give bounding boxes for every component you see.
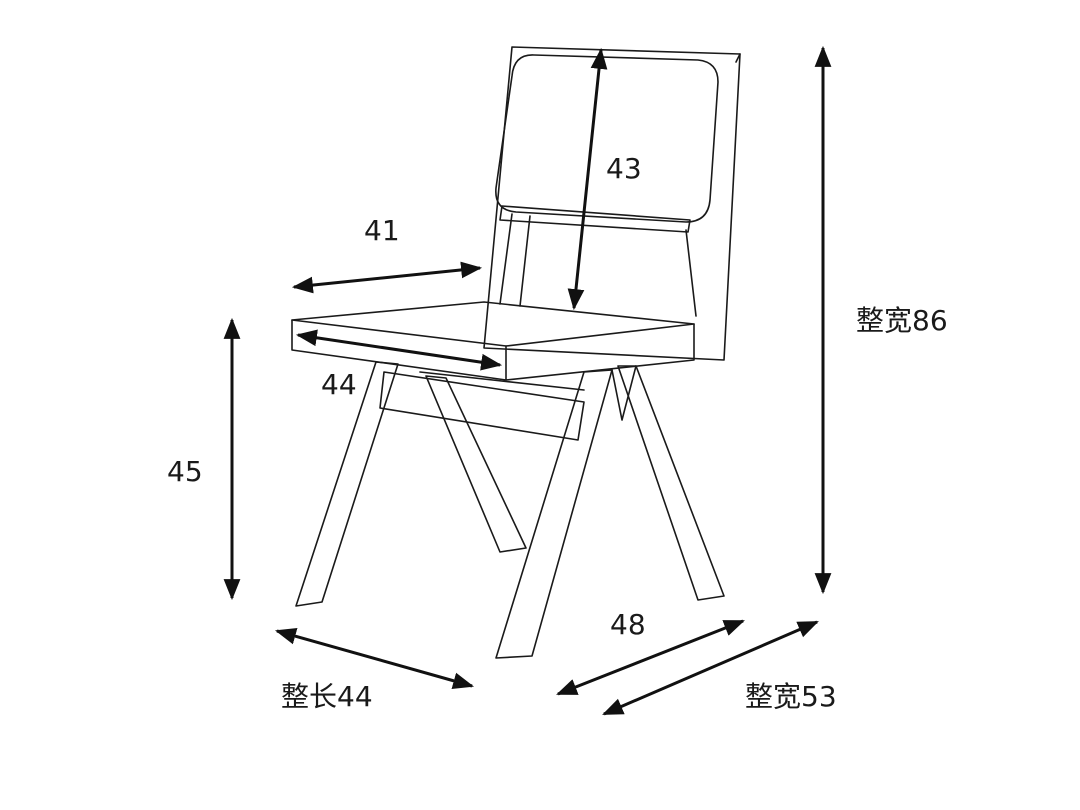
overall-length-arrow [274,628,475,689]
dimension-labels: 43 41 44 45 整宽86 48 整长44 整宽53 [167,152,948,713]
seat-depth-arrow [291,261,483,294]
back-inner-post-left [499,213,513,305]
chair-back-frame [483,46,741,361]
overall-width-arrow [602,620,819,716]
seat-depth-label: 41 [364,214,400,247]
rear-right-leg [617,365,725,601]
front-right-leg [495,369,613,659]
backrest-height-label: 43 [606,152,642,185]
chair-drawing [291,46,741,659]
seat-height-label: 45 [167,455,203,488]
front-stretcher [379,371,585,441]
back-inner-post-rear [685,229,697,317]
back-lower-rail [499,205,691,233]
seat-width-label: 44 [321,368,357,401]
base-depth-arrow [556,619,745,696]
overall-length-label: 整长44 [281,680,373,713]
backrest-height-arrow [567,47,608,311]
backrest-panel [495,54,719,223]
overall-height-label: 整宽86 [856,304,948,337]
rear-stretcher [419,371,585,391]
back-inner-post-right [519,215,531,307]
dimension-arrows [223,45,832,716]
base-depth-label: 48 [610,608,646,641]
rear-left-leg [425,375,527,553]
leg-junction-right [611,365,637,421]
seat-width-arrow [295,329,503,371]
overall-width-label: 整宽53 [745,680,837,713]
